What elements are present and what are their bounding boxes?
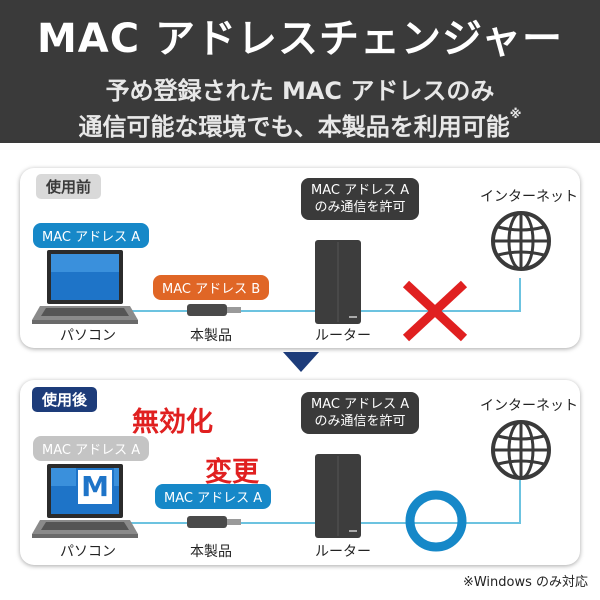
after-router-icon [315, 454, 361, 538]
subtitle-line-1: 予め登録された MAC アドレスのみ [105, 77, 495, 105]
after-pc-mac-bubble: MAC アドレス A [33, 436, 150, 461]
app-screen-logo: M [76, 468, 114, 506]
before-router-icon [315, 240, 361, 324]
page-title: MAC アドレスチェンジャー [36, 16, 564, 62]
before-router-label: ルーター [315, 328, 371, 344]
after-router-bubble-line2: のみ通信を許可 [314, 414, 406, 429]
changed-stamp: 変更 [205, 457, 259, 488]
disabled-stamp: 無効化 [132, 407, 213, 438]
blocked-cross-icon [402, 280, 468, 342]
before-router-bubble-line2: のみ通信を許可 [314, 200, 406, 215]
after-internet-label: インターネット [480, 398, 578, 414]
before-router-bubble: MAC アドレス A のみ通信を許可 [301, 178, 420, 220]
header-banner: MAC アドレスチェンジャー 予め登録された MAC アドレスのみ 通信可能な環… [0, 0, 600, 143]
before-device-label: 本製品 [190, 328, 232, 344]
after-router-bubble-line1: MAC アドレス A [311, 397, 410, 412]
before-laptop-icon [32, 250, 138, 324]
before-pc-mac-bubble: MAC アドレス A [33, 223, 150, 248]
before-device-icon [187, 304, 241, 316]
after-pc-label: パソコン [60, 544, 116, 560]
before-device-mac-bubble: MAC アドレス B [153, 275, 270, 300]
footnote: ※Windows のみ対応 [462, 575, 588, 590]
transition-arrow-icon [283, 352, 319, 372]
before-tag: 使用前 [36, 174, 102, 199]
after-device-label: 本製品 [190, 544, 232, 560]
before-pc-label: パソコン [60, 328, 116, 344]
before-internet-label: インターネット [480, 189, 578, 205]
allowed-circle-icon [405, 490, 467, 552]
after-panel: 使用後 MAC アドレス A 無効化 M パソコン 変更 MAC アドレス A … [20, 380, 580, 565]
after-device-icon [187, 516, 241, 528]
after-router-label: ルーター [315, 544, 371, 560]
subtitle-line-2: 通信可能な環境でも、本製品を利用可能※ [0, 107, 600, 142]
before-router-bubble-line1: MAC アドレス A [311, 183, 410, 198]
subtitle-note-mark: ※ [509, 107, 522, 121]
after-device-mac-bubble: MAC アドレス A [155, 484, 272, 509]
after-globe-icon [491, 420, 551, 480]
after-router-bubble: MAC アドレス A のみ通信を許可 [301, 392, 420, 434]
before-globe-icon [491, 211, 551, 271]
subtitle-line-2-text: 通信可能な環境でも、本製品を利用可能 [78, 113, 510, 141]
before-panel: 使用前 MAC アドレス A パソコン MAC アドレス B 本製品 MAC ア… [20, 168, 580, 348]
after-tag: 使用後 [32, 387, 98, 412]
